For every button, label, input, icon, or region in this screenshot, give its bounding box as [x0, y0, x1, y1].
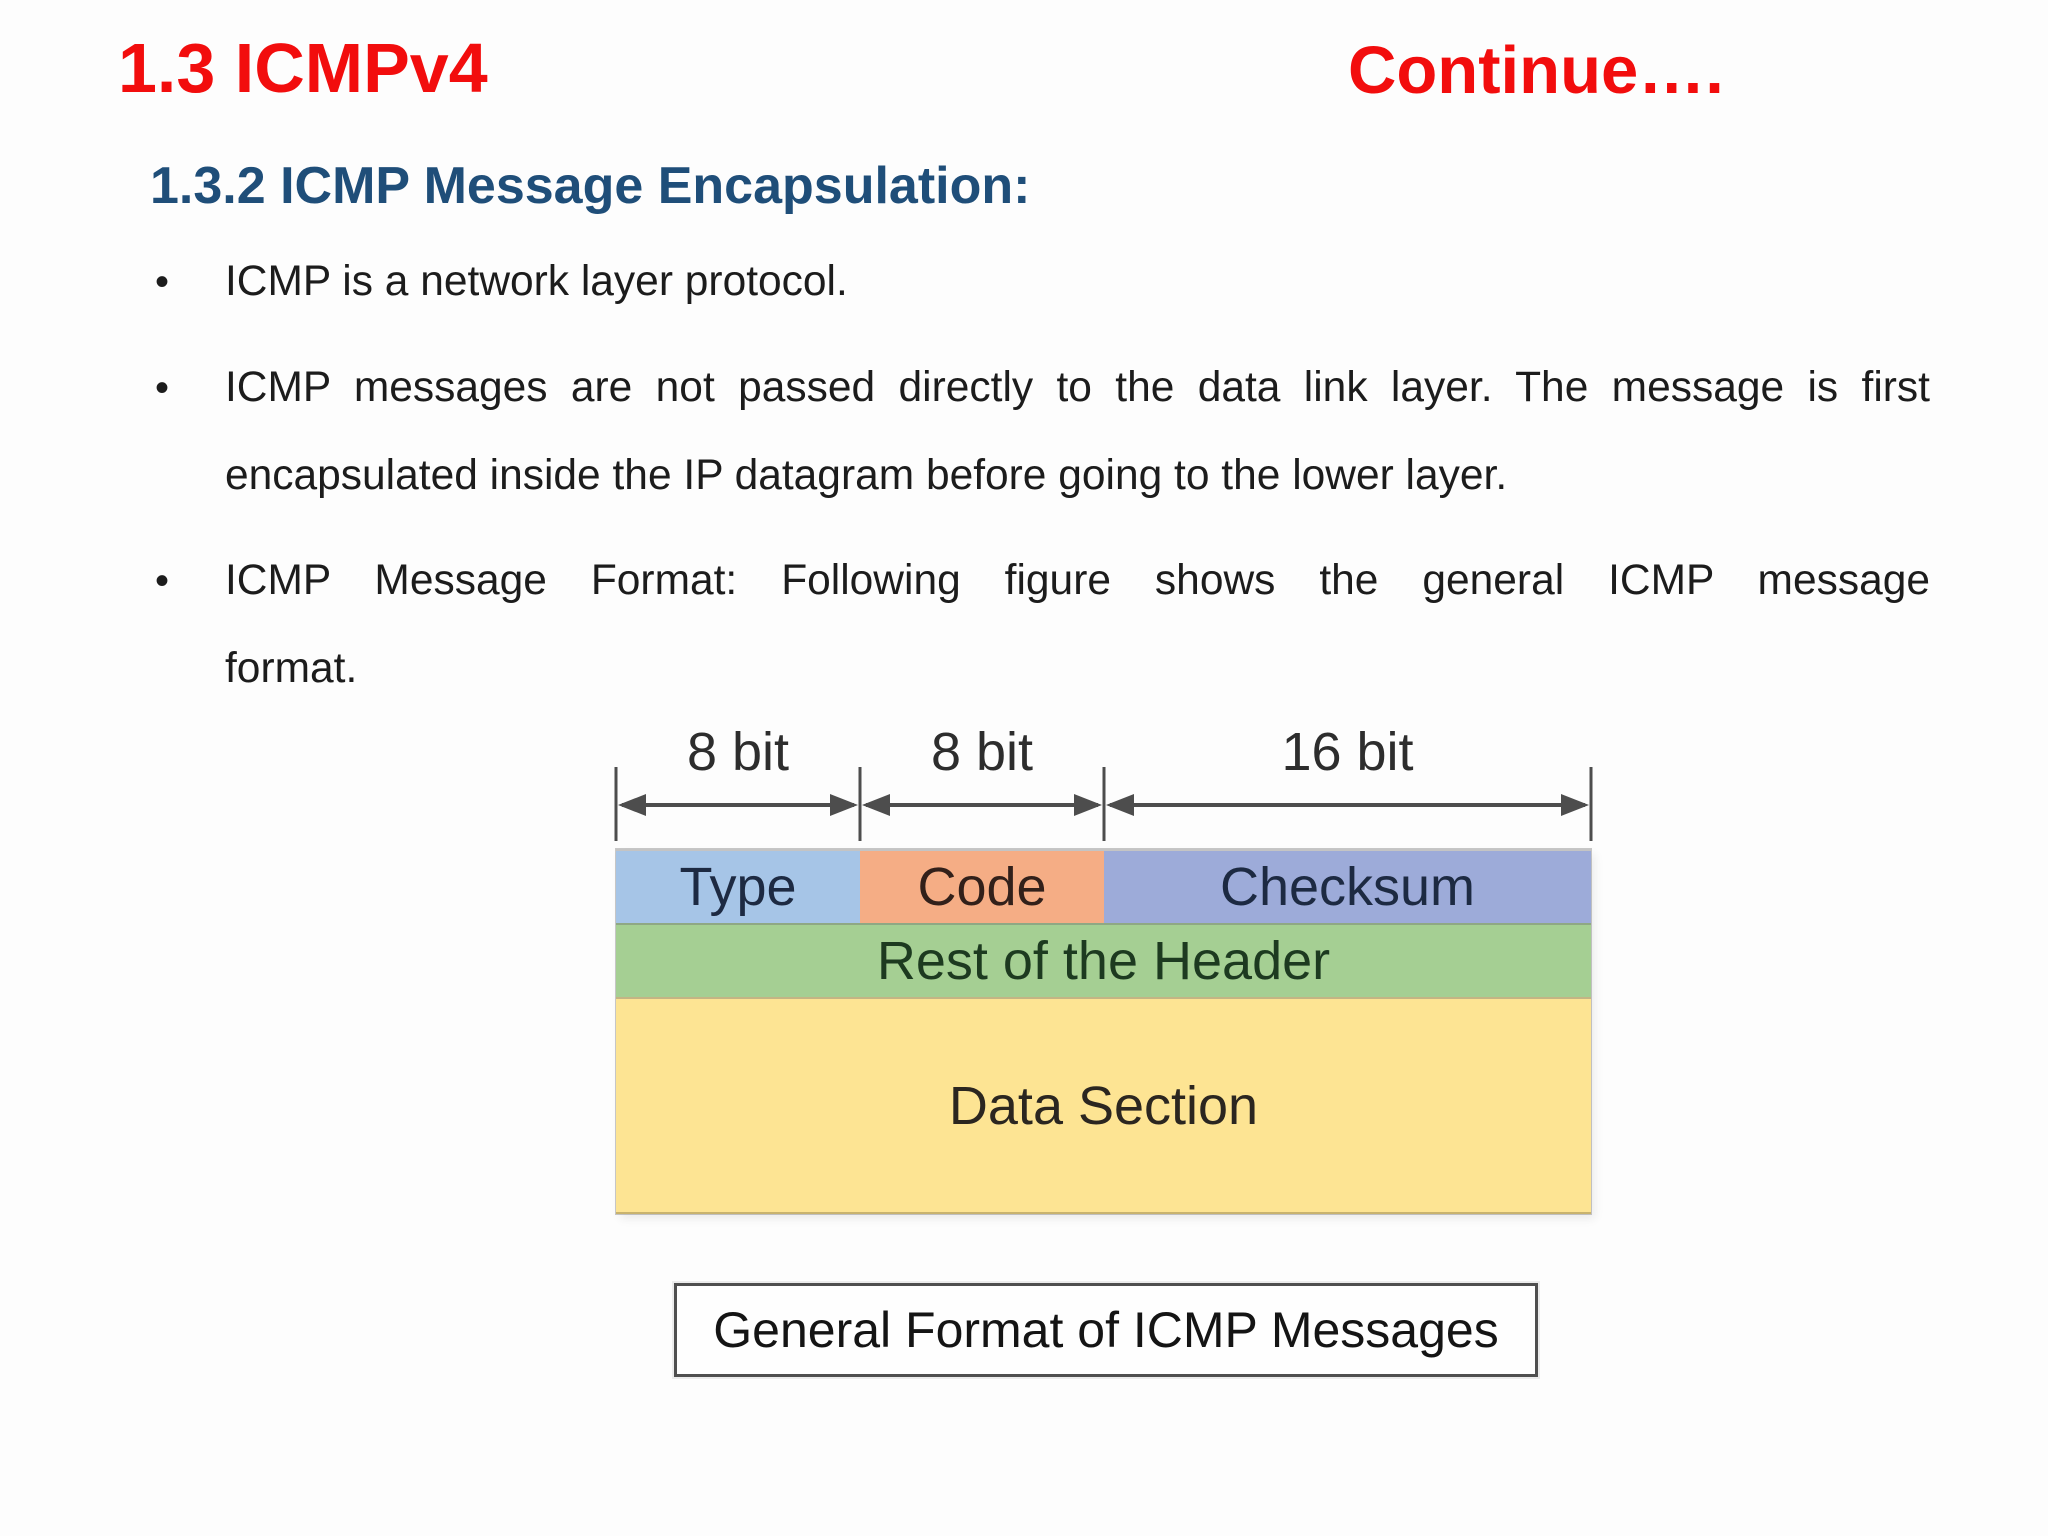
bullet-text: ICMP Message Format: Following figure sh…	[225, 557, 1930, 604]
bullet-item: • ICMP Message Format: Following figure …	[155, 537, 1935, 713]
data-section-row: Data Section	[616, 997, 1591, 1214]
bullet-text: encapsulated inside the IP datagram befo…	[225, 452, 1508, 499]
bullet-item: • ICMP is a network layer protocol.	[155, 238, 1935, 326]
bullet-marker: •	[155, 260, 170, 304]
bullet-text: ICMP is a network layer protocol.	[225, 258, 848, 305]
field-checksum: Checksum	[1104, 851, 1591, 923]
field-type: Type	[616, 851, 860, 923]
bit-width-labels: 8 bit 8 bit 16 bit	[616, 721, 1591, 783]
section-heading: 1.3.2 ICMP Message Encapsulation:	[150, 157, 1031, 215]
bullet-marker: •	[155, 366, 170, 410]
bit-label-type: 8 bit	[686, 722, 790, 782]
page-title: 1.3 ICMPv4	[118, 29, 488, 107]
dimension-arrows-icon	[614, 767, 1593, 841]
header-fields-row: Type Code Checksum	[616, 849, 1591, 923]
bit-label-code: 8 bit	[930, 722, 1034, 782]
icmp-format-diagram: Type Code Checksum Rest of the Header Da…	[616, 849, 1591, 1214]
bullet-text: ICMP messages are not passed directly to…	[225, 364, 1930, 411]
bullet-marker: •	[155, 559, 170, 603]
field-code: Code	[860, 851, 1104, 923]
rest-of-header-row: Rest of the Header	[616, 923, 1591, 997]
continue-label: Continue….	[1348, 33, 1724, 108]
bullet-item: • ICMP messages are not passed directly …	[155, 344, 1935, 520]
figure-caption: General Format of ICMP Messages	[674, 1283, 1538, 1377]
bullet-text: format.	[225, 645, 358, 692]
bit-label-checksum: 16 bit	[1281, 722, 1414, 782]
